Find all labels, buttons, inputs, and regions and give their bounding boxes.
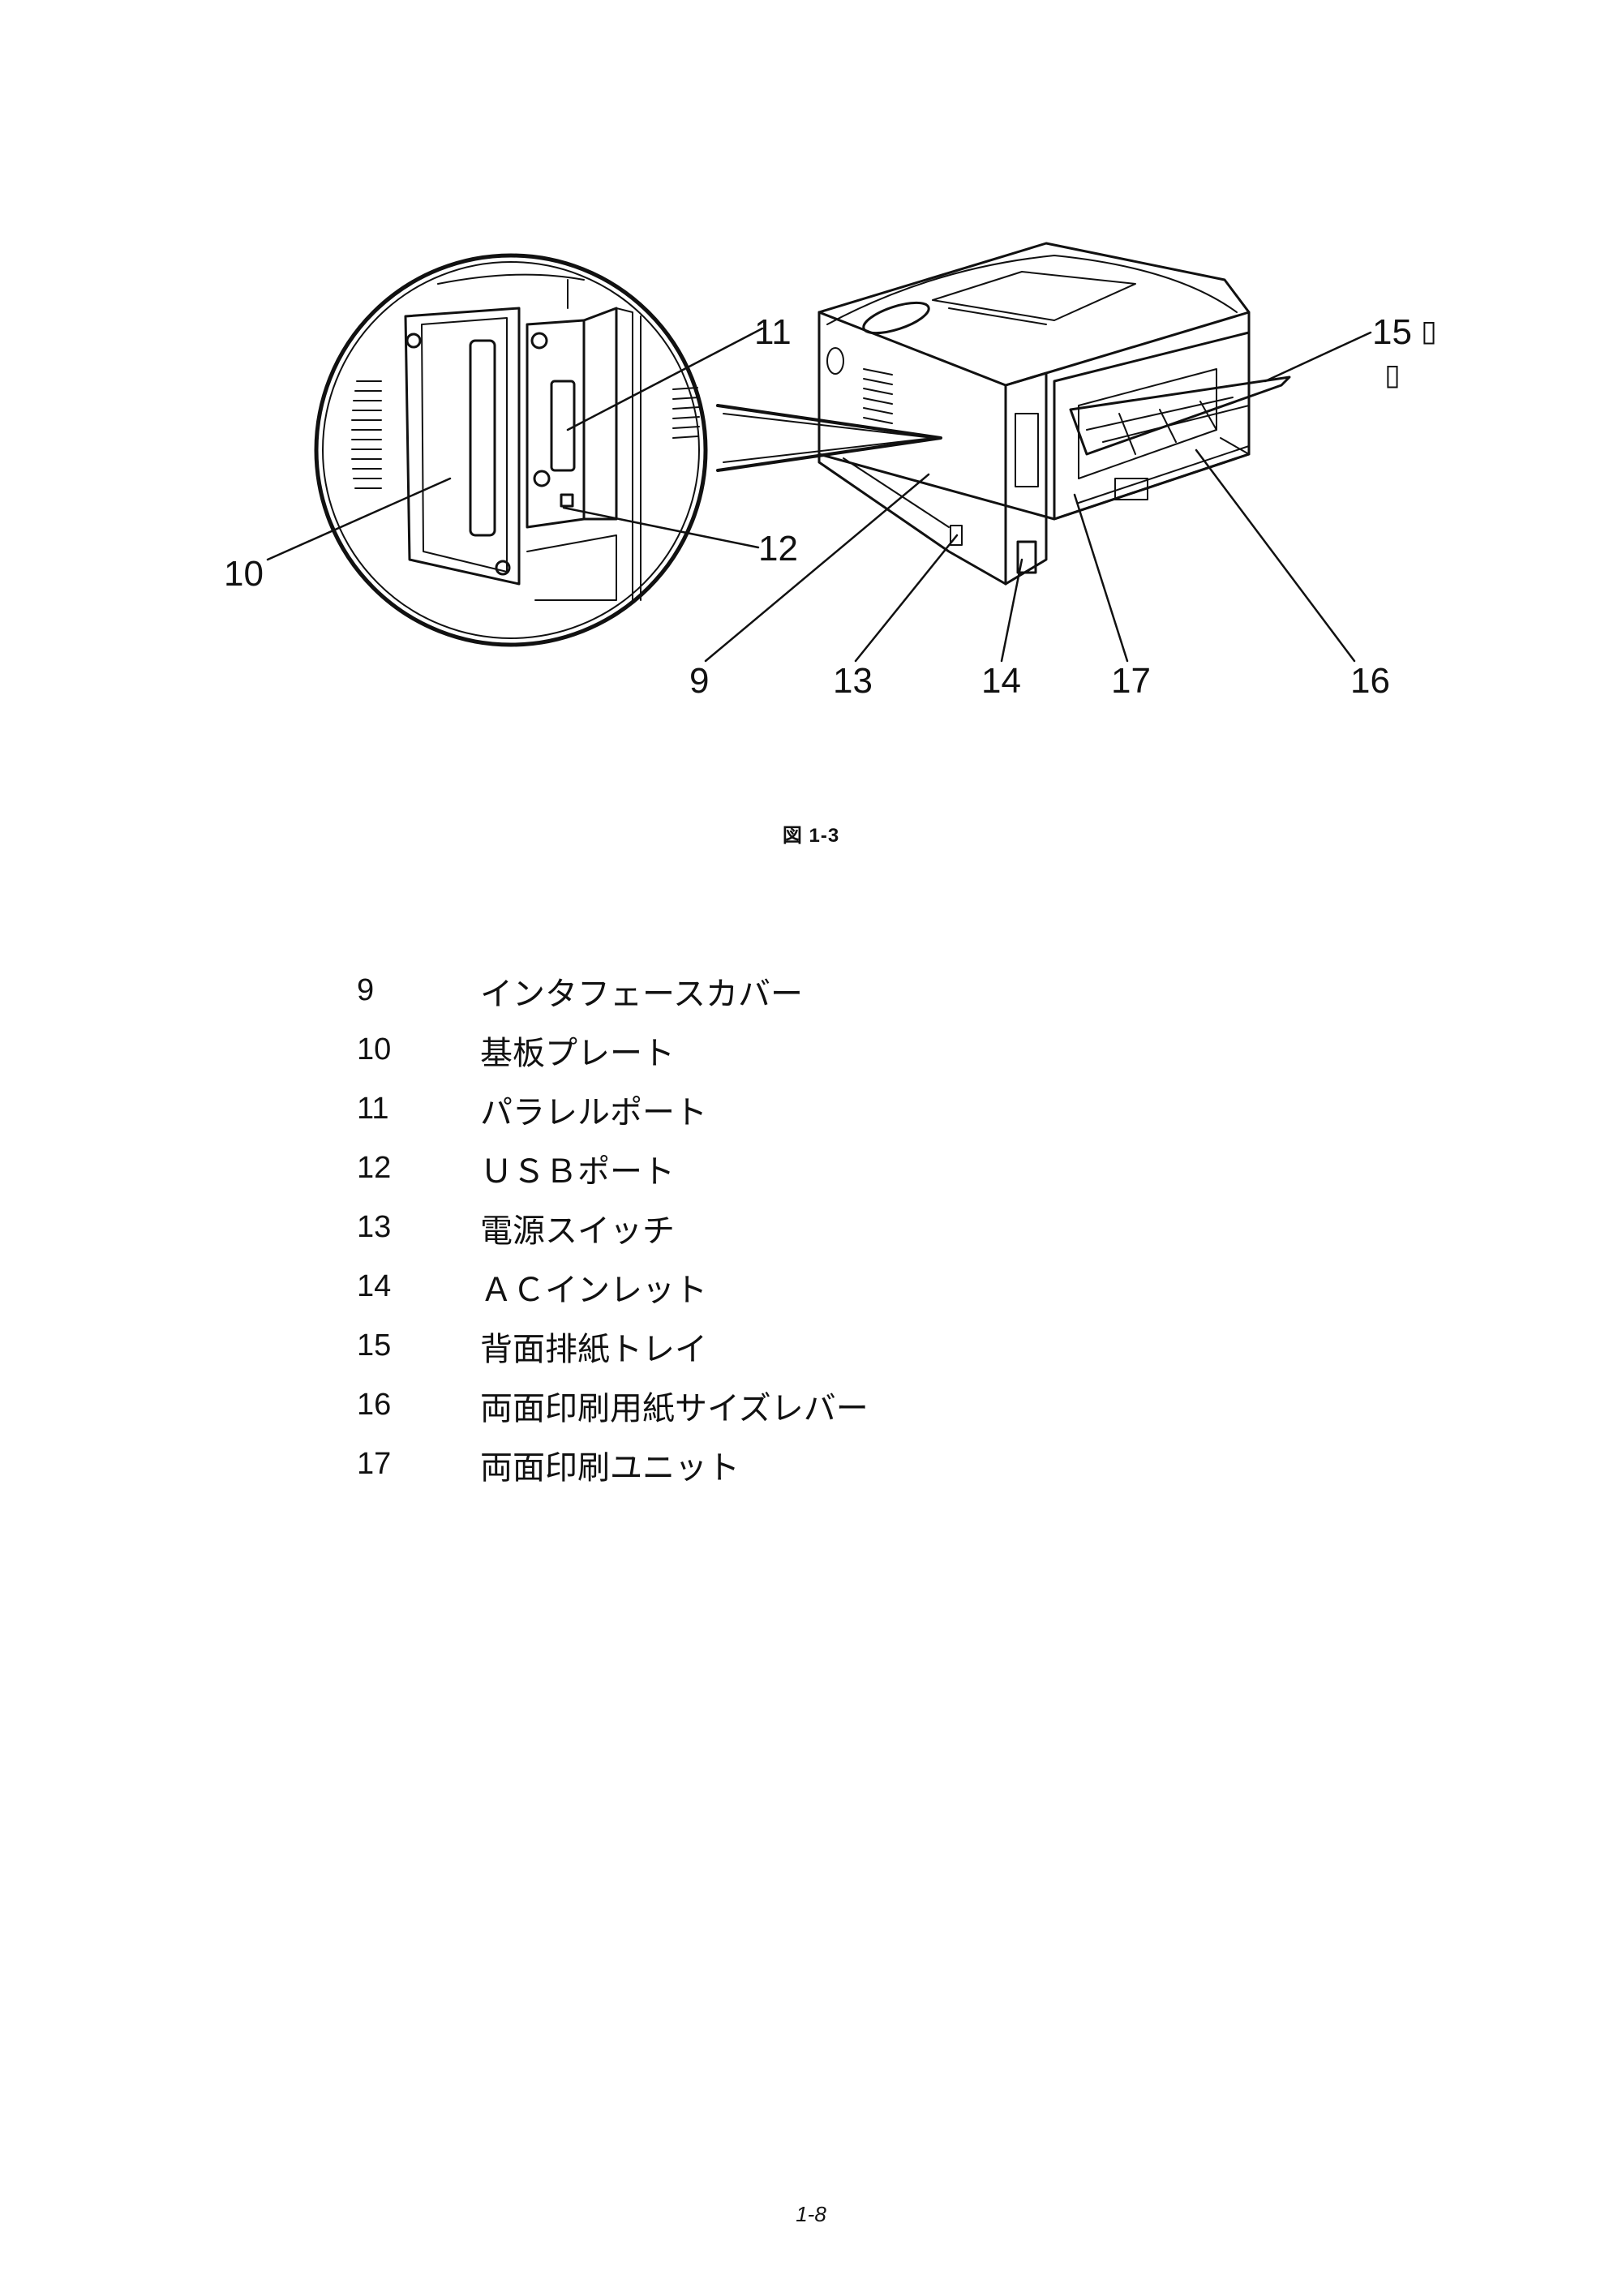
legend-label: 両面印刷ユニット: [480, 1448, 740, 1487]
callout-9: 9: [689, 661, 710, 701]
callout-15-mark-a: ▯: [1421, 314, 1437, 347]
legend-number: 16: [357, 1388, 392, 1422]
callout-12: 12: [758, 529, 798, 569]
legend-item: 16 両面印刷用紙サイズレバー: [357, 1375, 1330, 1435]
callout-13: 13: [833, 661, 873, 701]
callout-11: 11: [754, 312, 792, 352]
legend-number: 11: [357, 1092, 389, 1126]
callout-14: 14: [981, 661, 1021, 701]
legend-label: ＵＳＢポート: [480, 1152, 675, 1191]
legend-label: ＡＣインレット: [480, 1271, 707, 1309]
legend-number: 10: [357, 1032, 392, 1066]
legend-number: 13: [357, 1210, 392, 1244]
figure-caption: 図 1-3: [782, 825, 840, 847]
legend-label: 電源スイッチ: [480, 1212, 675, 1250]
legend-number: 15: [357, 1328, 392, 1363]
legend-number: 9: [357, 973, 375, 1007]
printer-body: [817, 242, 1291, 586]
legend-number: 14: [357, 1269, 392, 1303]
printer-rear-illustration: [266, 242, 1372, 663]
legend-number: 12: [357, 1151, 392, 1185]
legend-label: インタフェースカバー: [480, 975, 803, 1013]
leader-lines: [266, 327, 1372, 663]
legend-label: 背面排紙トレイ: [480, 1330, 707, 1368]
callout-15: 15: [1372, 312, 1412, 352]
magnifier-wedge: [716, 404, 942, 472]
page-number: 1-8: [796, 2202, 826, 2226]
legend-item: 17 両面印刷ユニット: [357, 1435, 1330, 1494]
legend-item: 12 ＵＳＢポート: [357, 1139, 1330, 1198]
legend-item: 14 ＡＣインレット: [357, 1257, 1330, 1316]
legend-item: 15 背面排紙トレイ: [357, 1316, 1330, 1375]
legend-item: 9 インタフェースカバー: [357, 961, 1330, 1020]
legend-label: パラレルポート: [480, 1093, 707, 1131]
legend-item: 10 基板プレート: [357, 1020, 1330, 1079]
callout-17: 17: [1111, 661, 1151, 701]
legend-label: 基板プレート: [480, 1034, 675, 1072]
callout-16: 16: [1350, 661, 1390, 701]
magnified-interface-detail: [314, 253, 708, 647]
legend-item: 13 電源スイッチ: [357, 1198, 1330, 1257]
legend-label: 両面印刷用紙サイズレバー: [480, 1389, 869, 1427]
legend-number: 17: [357, 1447, 392, 1481]
callout-10: 10: [224, 554, 264, 594]
parts-legend: 9 インタフェースカバー 10 基板プレート 11 パラレルポート 12 ＵＳＢ…: [357, 961, 1330, 1494]
callout-15-mark-b: ▯: [1384, 358, 1401, 391]
legend-item: 11 パラレルポート: [357, 1079, 1330, 1139]
